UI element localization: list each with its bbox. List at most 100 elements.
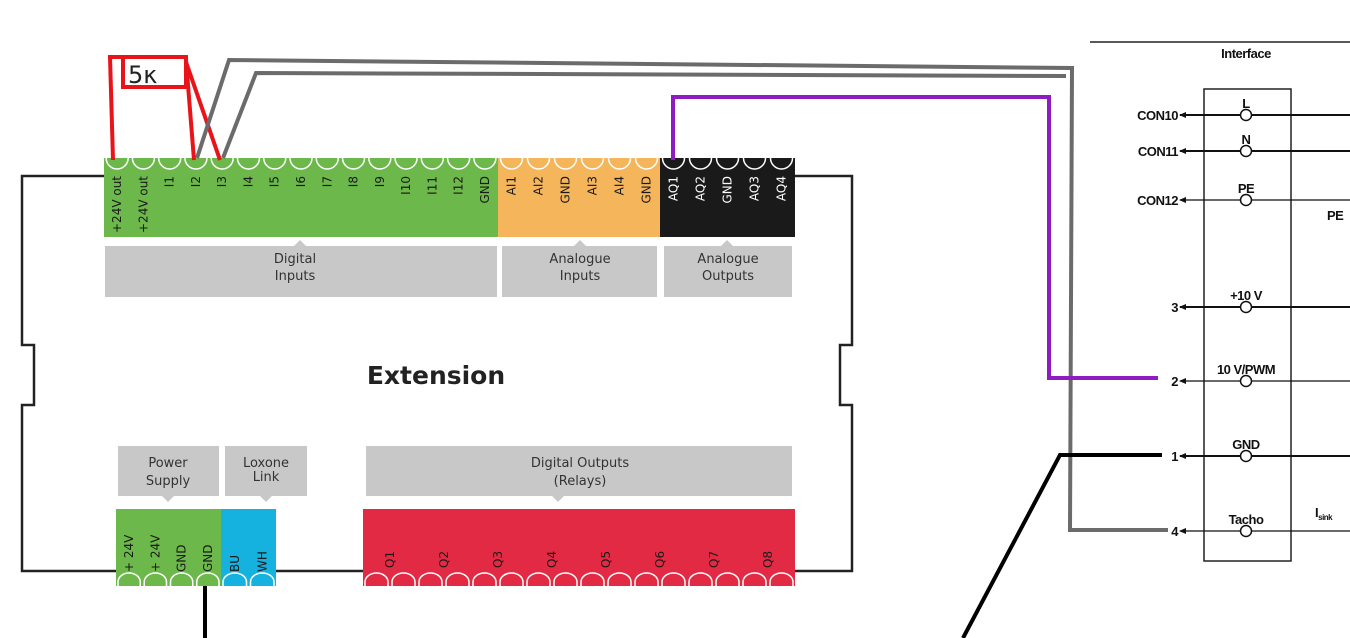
- terminal-label: GND: [478, 176, 492, 204]
- svg-text:Analogue: Analogue: [697, 252, 758, 267]
- terminal-screw: [715, 157, 740, 170]
- terminal-screw: [157, 157, 182, 170]
- svg-text:Loxone: Loxone: [243, 456, 289, 471]
- interface-pin-label: L: [1242, 96, 1250, 111]
- terminal-screw: [769, 157, 794, 170]
- terminal-label: I12: [452, 176, 466, 195]
- terminal-screw: [143, 572, 168, 586]
- terminal-label: AI2: [532, 176, 546, 195]
- terminal-screw: [553, 572, 578, 586]
- terminal-screw: [184, 157, 208, 170]
- terminal-screw: [289, 157, 313, 170]
- terminal-screw: [742, 157, 767, 170]
- terminal-label: I8: [347, 176, 361, 187]
- terminal-screw: [418, 572, 443, 586]
- resistor-5k: 5κ: [121, 55, 188, 89]
- terminal-screw: [446, 157, 471, 170]
- terminal-screw: [499, 157, 524, 170]
- terminal-pin: [1239, 193, 1253, 207]
- terminal-label: GND: [640, 176, 654, 204]
- terminal-screw: [445, 572, 470, 586]
- interface-pin-label: Tacho: [1229, 512, 1264, 527]
- terminal-screw: [391, 572, 416, 586]
- terminal-label: GND: [201, 544, 215, 572]
- interface-pin-label: +10 V: [1230, 288, 1263, 303]
- svg-text:(Relays): (Relays): [554, 474, 607, 489]
- interface-box: [1203, 88, 1292, 562]
- terminal-screw: [715, 572, 740, 586]
- interface-left-label: 1: [1171, 449, 1178, 464]
- terminal-label: + 24V: [122, 534, 136, 572]
- terminal-label: AQ2: [694, 176, 708, 201]
- terminal-label: Q3: [491, 551, 505, 568]
- interface-row: CON10 L: [1137, 96, 1350, 123]
- terminal-pin: [1239, 300, 1253, 314]
- terminal-screw: [315, 157, 340, 170]
- interface-left-label: 2: [1171, 374, 1178, 389]
- wire-red-24v: [107, 55, 123, 161]
- terminal-label: I1: [163, 176, 177, 187]
- terminal-screw: [394, 157, 418, 170]
- interface-pin-label: PE: [1238, 181, 1255, 196]
- terminal-label: Q2: [437, 551, 451, 568]
- terminal-label: GND: [721, 176, 735, 204]
- interface-left-label: CON10: [1137, 108, 1178, 123]
- digital-input-terminal-block: [104, 158, 498, 237]
- terminal-label: I9: [373, 176, 387, 187]
- terminal-label: I3: [215, 176, 229, 187]
- interface-pin-label: 10 V/PWM: [1217, 362, 1275, 377]
- analogue-input-terminal-block: [498, 158, 660, 237]
- svg-text:Link: Link: [253, 470, 280, 485]
- extension-outline: [20, 174, 854, 573]
- terminal-screw: [553, 157, 578, 170]
- analogue-outputs-label: Analogue Outputs: [664, 240, 792, 297]
- terminal-label: AI3: [586, 176, 600, 195]
- digital-outputs-label: Digital Outputs (Relays): [366, 446, 792, 502]
- svg-text:Digital: Digital: [274, 252, 316, 267]
- wire-gray-2: [221, 70, 1067, 159]
- interface-row: 2 10 V/PWM: [1171, 362, 1350, 389]
- terminal-screw: [634, 157, 659, 170]
- terminal-label: +24V out: [136, 176, 150, 233]
- terminal-screw: [222, 572, 248, 586]
- terminal-screw: [249, 572, 275, 586]
- terminal-screw: [661, 157, 686, 170]
- terminal-label: Q8: [761, 551, 775, 568]
- terminal-screw: [368, 157, 392, 170]
- wire-red-i2: [184, 59, 196, 161]
- terminal-label: I7: [320, 176, 334, 187]
- terminal-label: GND: [175, 544, 189, 572]
- terminal-label: AQ4: [775, 176, 789, 201]
- terminal-screw: [688, 572, 713, 586]
- terminal-label: Q1: [383, 551, 397, 568]
- svg-text:Outputs: Outputs: [702, 269, 754, 284]
- terminal-pin: [1239, 524, 1253, 538]
- terminal-screw: [526, 157, 551, 170]
- terminal-screw: [105, 157, 129, 170]
- terminal-pin: [1239, 144, 1253, 158]
- terminal-screw: [262, 157, 287, 170]
- digital-inputs-label: Digital Inputs: [105, 240, 497, 297]
- terminal-label: Q7: [707, 551, 721, 568]
- terminal-screw: [688, 157, 713, 170]
- terminal-screw: [169, 572, 194, 586]
- wire-purple-aq1: [671, 95, 1158, 380]
- terminal-label: I2: [189, 176, 203, 187]
- terminal-label: I6: [294, 176, 308, 187]
- interface-pin-label: GND: [1232, 437, 1260, 452]
- terminal-label: I10: [399, 176, 413, 195]
- svg-text:Inputs: Inputs: [560, 269, 601, 284]
- analogue-output-terminal-block: [660, 158, 795, 237]
- terminal-pin: [1239, 108, 1253, 122]
- terminal-screw: [341, 157, 366, 170]
- terminal-screw: [769, 572, 794, 586]
- isink-label: Isink: [1315, 505, 1333, 522]
- terminal-screw: [364, 572, 389, 586]
- analogue-inputs-label: Analogue Inputs: [502, 240, 657, 297]
- svg-text:Digital Outputs: Digital Outputs: [531, 456, 629, 471]
- terminal-label: + 24V: [148, 534, 162, 572]
- terminal-label: +24V out: [110, 176, 124, 233]
